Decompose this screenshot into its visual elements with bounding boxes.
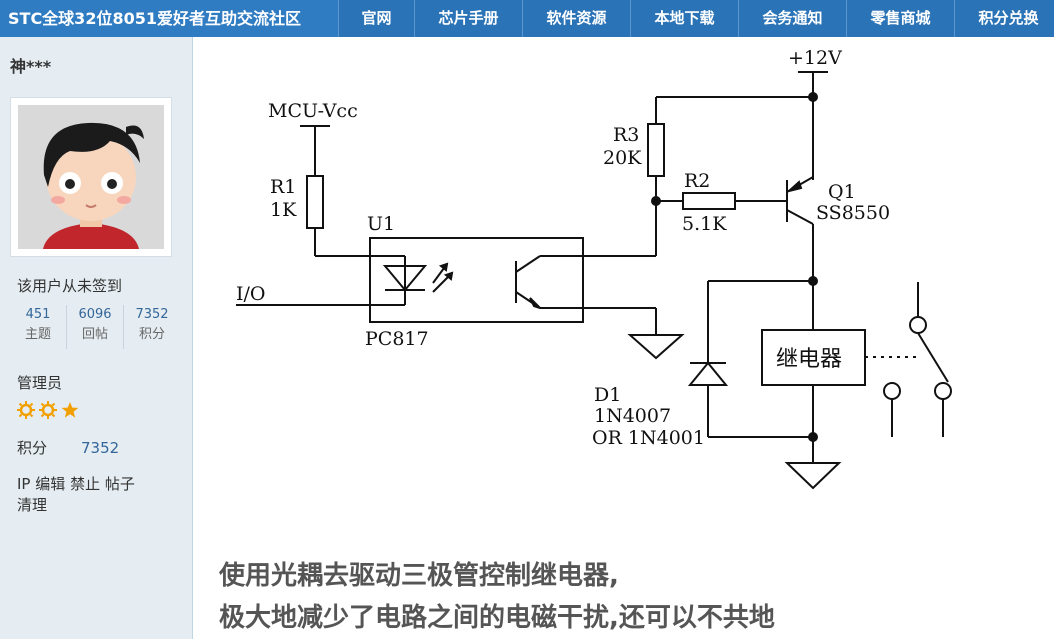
nav-item-software[interactable]: 软件资源: [522, 0, 630, 37]
optocoupler-u1: [369, 237, 584, 323]
mod-link-ip[interactable]: IP: [17, 475, 31, 493]
star-icon: [61, 402, 79, 418]
points-label: 积分: [17, 439, 48, 457]
u1-name: U1: [367, 213, 395, 235]
nav-item-local-download[interactable]: 本地下载: [630, 0, 738, 37]
resistor-r3: [647, 123, 665, 177]
stat-points-value: 7352: [135, 307, 169, 322]
r3-value: 20K: [603, 147, 642, 169]
d1-alt: OR 1N4001: [592, 427, 705, 449]
caption-line-2: 极大地减少了电路之间的电磁干扰,还可以不共地: [219, 603, 775, 633]
ground-symbol: [784, 462, 842, 490]
nav-item-retail-store[interactable]: 零售商城: [846, 0, 954, 37]
user-sidebar: 神*** 该用户从未签到 451 主题: [0, 37, 193, 639]
stat-threads[interactable]: 451 主题: [10, 305, 67, 349]
nav-item-chip-manual[interactable]: 芯片手册: [414, 0, 522, 37]
relay-contact: [883, 382, 901, 400]
nav-item-points-exchange[interactable]: 积分兑换: [954, 0, 1054, 37]
user-points: 积分 7352: [17, 437, 119, 458]
main-nav: 官网 芯片手册 软件资源 本地下载 会务通知 零售商城 积分兑换: [338, 0, 1054, 37]
moderation-links: IP 编辑 禁止 帖子 清理: [17, 474, 182, 516]
nav-item-official[interactable]: 官网: [338, 0, 414, 37]
stat-points[interactable]: 7352 积分: [124, 305, 180, 349]
d1-part: 1N4007: [594, 405, 671, 427]
sun-icon: [39, 401, 57, 419]
relay-contact: [934, 382, 952, 400]
diode-d1: [687, 361, 729, 386]
q1-part: SS8550: [816, 202, 890, 224]
q1-name: Q1: [828, 181, 856, 203]
vcc-label: MCU-Vcc: [268, 100, 358, 122]
caption-line-1: 使用光耦去驱动三极管控制继电器,: [219, 561, 619, 591]
stat-threads-value: 451: [25, 307, 51, 322]
avatar-image: [18, 105, 164, 249]
stat-threads-label: 主题: [24, 327, 51, 342]
circuit-schematic: MCU-Vcc R1 1K U1 PC817 I/O: [236, 47, 952, 490]
relay-label: 继电器: [776, 347, 842, 372]
stat-replies-label: 回帖: [81, 327, 108, 342]
r3-name: R3: [613, 124, 639, 146]
post-content: MCU-Vcc R1 1K U1 PC817 I/O: [194, 37, 1054, 639]
ground-symbol: [627, 334, 685, 360]
avatar[interactable]: [10, 97, 172, 257]
mod-link-posts[interactable]: 帖子: [104, 475, 135, 493]
u1-part: PC817: [365, 328, 429, 350]
mod-link-clean[interactable]: 清理: [17, 496, 48, 514]
nav-item-meeting-notice[interactable]: 会务通知: [738, 0, 846, 37]
site-title[interactable]: STC全球32位8051爱好者互助交流社区: [0, 0, 338, 37]
sun-icon: [17, 401, 35, 419]
username[interactable]: 神***: [10, 57, 52, 76]
mod-link-ban[interactable]: 禁止: [70, 475, 101, 493]
stat-replies[interactable]: 6096 回帖: [67, 305, 124, 349]
r1-name: R1: [270, 176, 296, 198]
top-nav-bar: STC全球32位8051爱好者互助交流社区 官网 芯片手册 软件资源 本地下载 …: [0, 0, 1054, 37]
d1-name: D1: [594, 384, 621, 406]
r2-name: R2: [684, 170, 710, 192]
led-icon: [382, 265, 428, 292]
mod-link-edit[interactable]: 编辑: [35, 475, 66, 493]
resistor-r2: [682, 192, 736, 210]
relay-contact: [909, 316, 927, 334]
r2-value: 5.1K: [682, 213, 727, 235]
stat-replies-value: 6096: [78, 307, 112, 322]
r1-value: 1K: [270, 199, 297, 221]
io-label: I/O: [236, 283, 265, 305]
user-stats: 451 主题 6096 回帖 7352 积分: [10, 305, 180, 349]
signin-status: 该用户从未签到: [17, 277, 123, 295]
points-value[interactable]: 7352: [81, 439, 120, 457]
rank-stars: [17, 401, 79, 419]
stat-points-label: 积分: [138, 327, 165, 342]
user-role[interactable]: 管理员: [17, 374, 63, 392]
resistor-r1: [306, 175, 324, 229]
supply-label: +12V: [788, 47, 842, 69]
